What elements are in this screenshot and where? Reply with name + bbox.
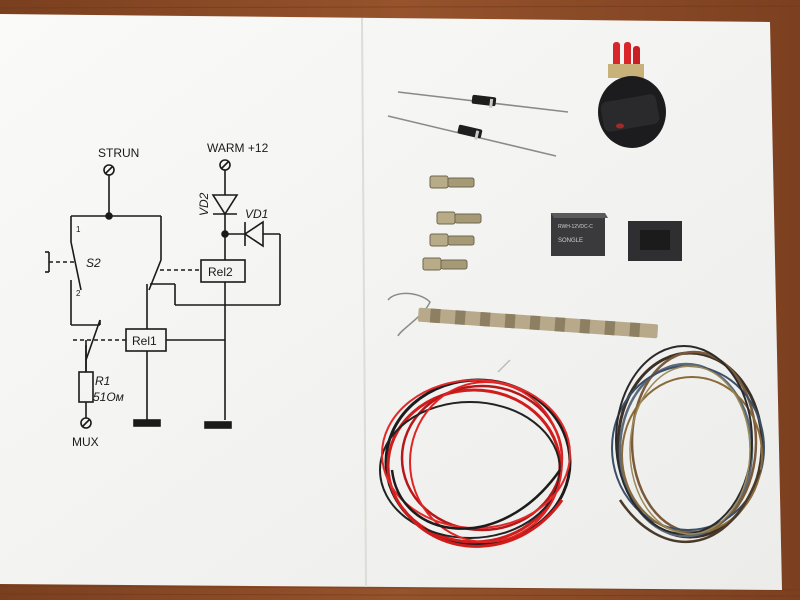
label-r1-value: 51Ом: [93, 390, 124, 404]
ground-symbol-right: [204, 421, 232, 429]
red-black-wire-coil: [379, 359, 572, 548]
label-vd1: VD1: [245, 207, 268, 221]
label-r1: R1: [95, 374, 110, 388]
relay-icon: RWH-12VDC-C SONGLE: [551, 213, 682, 261]
terminal-strip: [387, 292, 659, 339]
label-mux: MUX: [72, 435, 99, 449]
ground-symbol-left: [133, 419, 161, 427]
vd2-diode-icon: [211, 194, 239, 216]
diode-lower: [387, 115, 557, 157]
label-rel1: Rel1: [132, 334, 157, 348]
diode-upper: [397, 91, 569, 113]
multicolor-wire-coil: [611, 345, 765, 544]
relay-marking-line2: SONGLE: [558, 238, 583, 244]
label-vd2: VD2: [197, 192, 211, 216]
label-pin2: 2: [76, 289, 81, 298]
circuit-schematic: [45, 159, 281, 429]
relay-marking-line1: RWH-12VDC-C: [558, 224, 593, 230]
spade-terminal-icon: [422, 175, 482, 271]
schematic-labels: STRUN WARM +12 VD2 VD1 S2 1 2 Rel2 Rel1 …: [72, 141, 269, 449]
rel2-coil-icon: [200, 259, 246, 283]
paper-fold: [361, 17, 367, 588]
label-pin1: 1: [76, 225, 81, 234]
label-strun: STRUN: [98, 146, 139, 160]
label-rel2: Rel2: [208, 265, 233, 279]
label-warm: WARM +12: [207, 141, 269, 155]
rocker-switch-icon: [598, 42, 666, 148]
paper-sheet: [0, 14, 782, 590]
wood-grain: [0, 5, 800, 597]
label-s2: S2: [86, 256, 101, 270]
mux-terminal-icon: [80, 417, 92, 429]
